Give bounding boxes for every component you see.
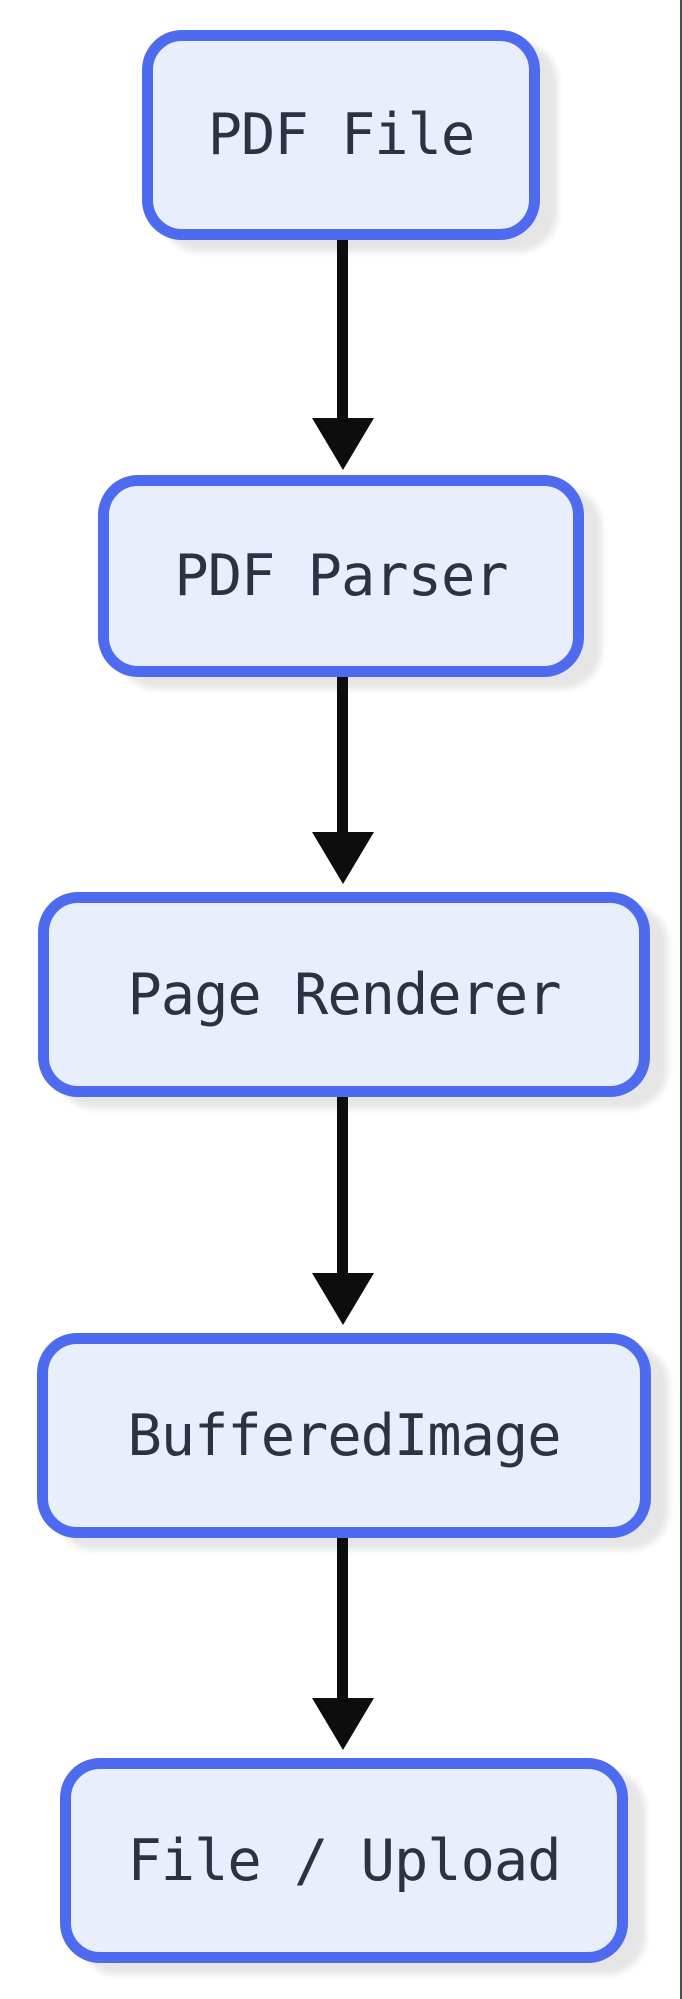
arrow-head-icon xyxy=(312,832,374,884)
node-pdf-file: PDF File xyxy=(142,30,540,240)
node-label: BufferedImage xyxy=(127,1402,561,1469)
arrow-shaft xyxy=(337,677,348,832)
node-label: Page Renderer xyxy=(127,961,561,1028)
node-label: PDF File xyxy=(207,102,476,168)
node-label: File / Upload xyxy=(127,1827,561,1894)
right-edge-line xyxy=(680,0,682,1999)
arrow-shaft xyxy=(337,1538,348,1698)
arrow-shaft xyxy=(337,240,348,418)
arrow-head-icon xyxy=(312,1273,374,1325)
node-page-renderer: Page Renderer xyxy=(38,892,650,1097)
node-label: PDF Parser xyxy=(174,543,508,609)
arrow-head-icon xyxy=(312,1698,374,1750)
arrow-shaft xyxy=(337,1097,348,1273)
arrow-head-icon xyxy=(312,418,374,470)
node-pdf-parser: PDF Parser xyxy=(98,475,584,677)
node-file-upload: File / Upload xyxy=(60,1758,628,1963)
node-bufferedimage: BufferedImage xyxy=(37,1333,651,1538)
